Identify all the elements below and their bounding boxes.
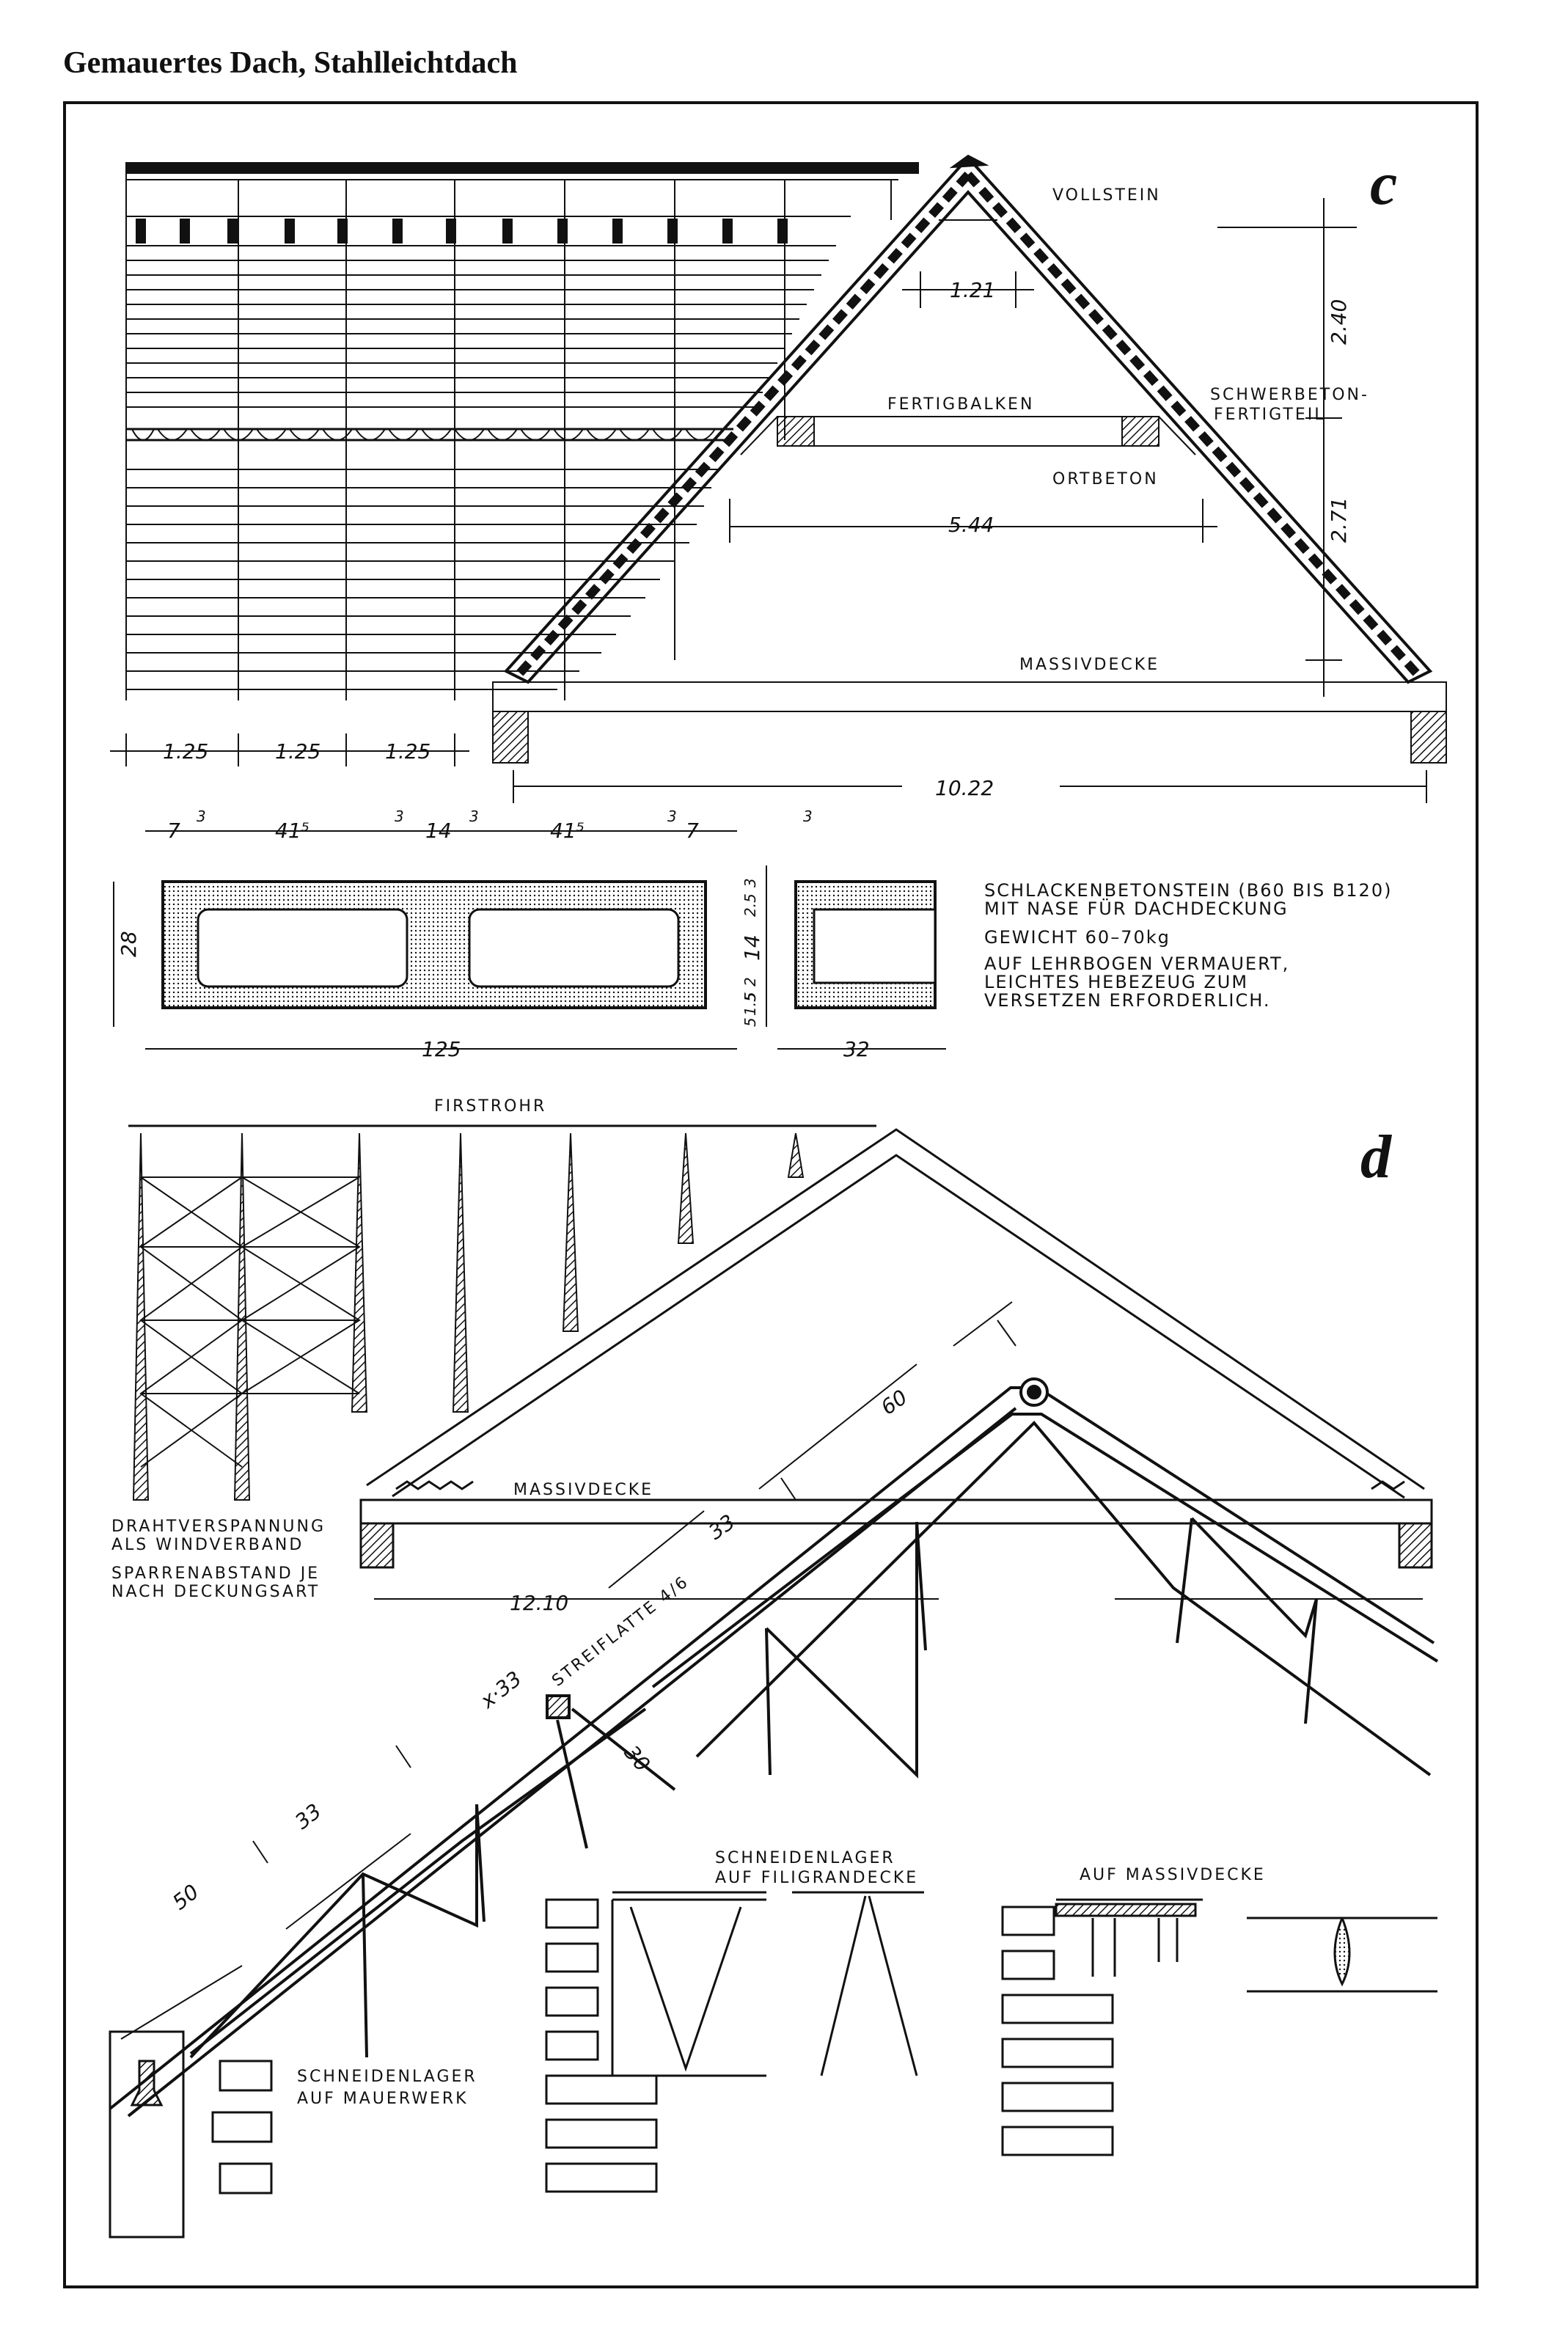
block-dim-28: 28	[117, 931, 141, 957]
wind-bracing-elevation	[128, 1124, 876, 1501]
dim-spacing-3: 1.25	[385, 739, 431, 764]
dim-33-upper: 33	[704, 1509, 739, 1544]
label-draht-1: DRAHTVERSPANNUNG	[111, 1518, 326, 1536]
section-letter-d: d	[1360, 1123, 1393, 1191]
section-c	[110, 154, 1447, 1050]
concrete-block-detail	[113, 830, 946, 1050]
label-fertigbalken: FERTIGBALKEN	[887, 395, 1034, 414]
truss-detail	[109, 1377, 1439, 2117]
page-title: Gemauertes Dach, Stahlleichtdach	[63, 46, 518, 80]
label-ortbeton: ORTBETON	[1052, 470, 1159, 488]
block-dim-3c: 3	[469, 808, 479, 825]
label-sparren-1: SPARRENABSTAND JE	[111, 1564, 320, 1583]
dim-240: 2.40	[1327, 299, 1351, 345]
side-dim-15: 1.5	[741, 992, 759, 1016]
block-dim-7b: 7	[686, 819, 699, 843]
masonry-roof-section	[110, 154, 1447, 803]
side-dim-14: 14	[740, 934, 764, 961]
label-schneiden-filigran-2: AUF FILIGRANDECKE	[715, 1869, 918, 1887]
label-fertigteil: FERTIGTEIL	[1214, 406, 1326, 424]
desc-line-5: LEICHTES HEBEZEUG ZUM	[984, 972, 1248, 992]
label-schneiden-mauer-1: SCHNEIDENLAGER	[297, 2068, 477, 2086]
side-dim-5b: 5	[741, 1017, 759, 1027]
label-massivdecke-c: MASSIVDECKE	[1019, 656, 1159, 674]
desc-line-2: MIT NASE FÜR DACHDECKUNG	[984, 898, 1289, 919]
roof-plan	[125, 162, 919, 700]
side-dim-25: 2.5	[741, 893, 759, 917]
block-dim-415a: 41⁵	[275, 819, 309, 843]
block-dim-32: 32	[843, 1037, 870, 1061]
label-massivdecke-d: MASSIVDECKE	[513, 1481, 653, 1499]
section-d	[109, 1124, 1439, 2239]
side-dim-3: 3	[741, 878, 759, 887]
label-vollstein: VOLLSTEIN	[1052, 186, 1161, 205]
block-dim-415b: 41⁵	[550, 819, 585, 843]
support-details	[109, 1891, 1437, 2239]
dim-271: 2.71	[1327, 497, 1351, 543]
block-dim-3b: 3	[395, 808, 404, 825]
desc-line-1: SCHLACKENBETONSTEIN (B60 BIS B120)	[984, 880, 1392, 901]
label-sparren-2: NACH DECKUNGSART	[111, 1583, 320, 1601]
brick-wall-right	[1001, 1898, 1437, 2156]
desc-line-6: VERSETZEN ERFORDERLICH.	[984, 990, 1271, 1011]
dim-50: 50	[168, 1880, 203, 1915]
dim-1210: 12.10	[510, 1591, 568, 1615]
rafter-dimension-chain	[120, 1301, 1016, 2040]
section-letter-c: c	[1370, 150, 1397, 218]
dim-33-lower: 33	[290, 1799, 326, 1834]
dim-121: 1.21	[950, 278, 995, 302]
side-dim-2: 2	[741, 977, 759, 987]
label-schneiden-filigran-1: SCHNEIDENLAGER	[715, 1849, 895, 1867]
label-schwerbeton: SCHWERBETON-	[1210, 386, 1369, 404]
brick-wall-left	[109, 2030, 273, 2239]
dim-60: 60	[876, 1385, 912, 1419]
label-firstrohr: FIRSTROHR	[434, 1097, 546, 1116]
label-schneiden-mauer-2: AUF MAUERWERK	[297, 2090, 469, 2108]
block-dim-125: 125	[422, 1037, 461, 1061]
dim-spacing-2: 1.25	[275, 739, 320, 764]
dim-544: 5.44	[948, 513, 994, 537]
dim-1022: 10.22	[935, 776, 994, 800]
block-dim-3a: 3	[197, 808, 206, 825]
block-dim-3d: 3	[667, 808, 677, 825]
block-dim-14: 14	[425, 819, 452, 843]
drawing-frame	[63, 101, 1479, 2288]
steel-roof-section	[359, 1128, 1433, 1600]
label-auf-massivdecke: AUF MASSIVDECKE	[1080, 1866, 1266, 1884]
block-dim-3e: 3	[803, 808, 813, 825]
desc-line-4: AUF LEHRBOGEN VERMAUERT,	[984, 953, 1289, 974]
dim-x33: x·33	[475, 1666, 526, 1713]
side-dim-5: 5	[741, 992, 759, 1001]
block-side-dims: 3 2.5 14 2 5 1.5 5	[740, 878, 764, 1027]
block-dim-7a: 7	[167, 819, 180, 843]
desc-line-3: GEWICHT 60–70kg	[984, 927, 1170, 948]
label-draht-2: ALS WINDVERBAND	[111, 1536, 304, 1554]
brick-wall-middle	[545, 1891, 924, 2193]
block-top-dims: 7 3 41⁵ 3 14 3 41⁵ 3 7 3	[167, 808, 813, 843]
block-description: SCHLACKENBETONSTEIN (B60 BIS B120) MIT N…	[984, 880, 1392, 1011]
dim-spacing-1: 1.25	[163, 739, 208, 764]
